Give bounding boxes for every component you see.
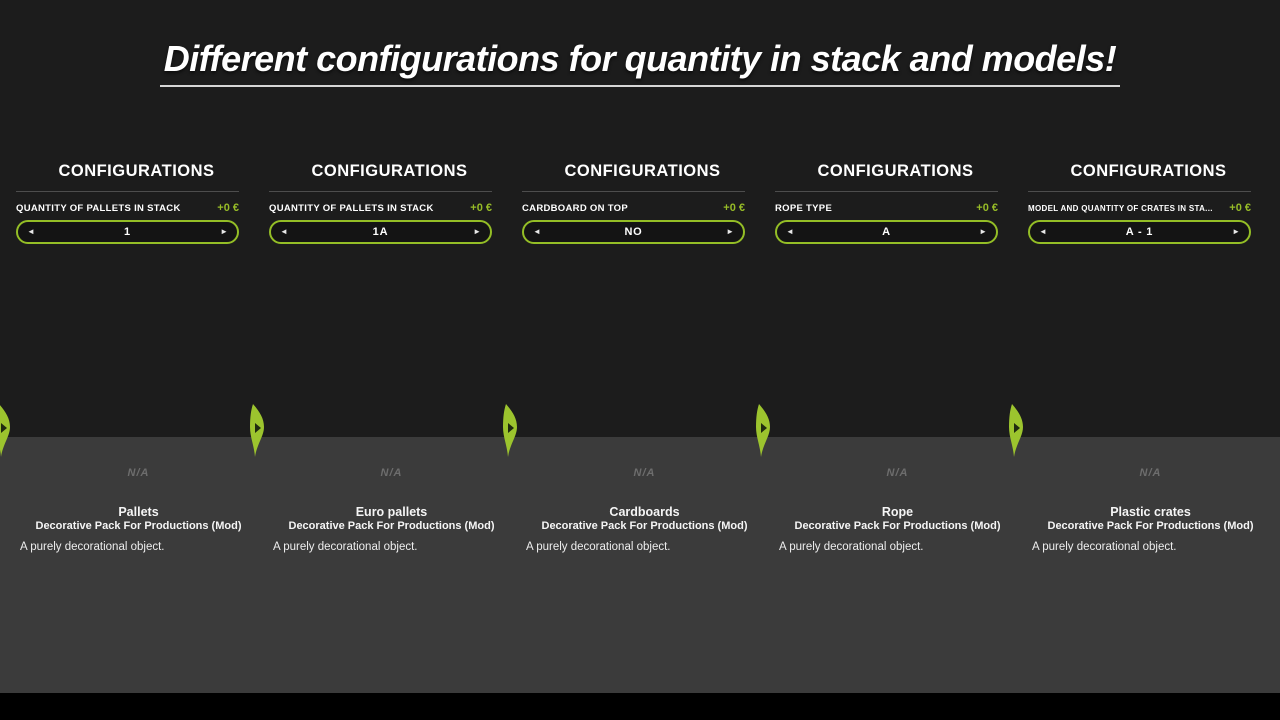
item-description: A purely decorational object.: [273, 541, 418, 553]
config-column-4: CONFIGURATIONS ROPE TYPE +0 € ◄ A ►: [759, 160, 1012, 244]
page-arrow-icon[interactable]: [755, 404, 771, 457]
item-info-panel: [0, 437, 1280, 693]
prev-arrow-icon[interactable]: ◄: [1039, 227, 1047, 236]
item-description: A purely decorational object.: [779, 541, 924, 553]
column-header: CONFIGURATIONS: [564, 162, 721, 180]
item-info-3: N/A Cardboards Decorative Pack For Produ…: [506, 437, 759, 553]
item-pack-name: Decorative Pack For Productions (Mod): [794, 520, 1001, 532]
prev-arrow-icon[interactable]: ◄: [786, 227, 794, 236]
option-price: +0 €: [1229, 202, 1251, 214]
value-selector[interactable]: ◄ 1A ►: [269, 220, 492, 244]
next-arrow-icon[interactable]: ►: [1232, 227, 1240, 236]
option-row: CARDBOARD ON TOP +0 €: [522, 202, 745, 214]
option-row: ROPE TYPE +0 €: [775, 202, 998, 214]
config-grid: CONFIGURATIONS QUANTITY OF PALLETS IN ST…: [0, 160, 1265, 244]
item-description: A purely decorational object.: [1032, 541, 1177, 553]
page-arrow-icon[interactable]: [1008, 404, 1024, 457]
item-description: A purely decorational object.: [526, 541, 671, 553]
option-price: +0 €: [976, 202, 998, 214]
option-row: QUANTITY OF PALLETS IN STACK +0 €: [269, 202, 492, 214]
value-selector[interactable]: ◄ 1 ►: [16, 220, 239, 244]
selector-value: NO: [624, 226, 643, 238]
selector-value: 1: [124, 226, 131, 238]
page-arrow-icon[interactable]: [0, 404, 11, 457]
value-selector[interactable]: ◄ A ►: [775, 220, 998, 244]
item-info-4: N/A Rope Decorative Pack For Productions…: [759, 437, 1012, 553]
item-name: Cardboards: [609, 505, 680, 519]
prev-arrow-icon[interactable]: ◄: [533, 227, 541, 236]
option-row: MODEL AND QUANTITY OF CRATES IN STA... +…: [1028, 202, 1251, 214]
item-info-1: N/A Pallets Decorative Pack For Producti…: [0, 437, 253, 553]
config-column-2: CONFIGURATIONS QUANTITY OF PALLETS IN ST…: [253, 160, 506, 244]
option-label: QUANTITY OF PALLETS IN STACK: [269, 203, 434, 214]
selector-value: A: [882, 226, 891, 238]
config-column-3: CONFIGURATIONS CARDBOARD ON TOP +0 € ◄ N…: [506, 160, 759, 244]
next-arrow-icon[interactable]: ►: [473, 227, 481, 236]
next-arrow-icon[interactable]: ►: [726, 227, 734, 236]
option-label: QUANTITY OF PALLETS IN STACK: [16, 203, 181, 214]
bottom-letterbox-bar: [0, 693, 1280, 720]
page-arrow-icon[interactable]: [502, 404, 518, 457]
item-pack-name: Decorative Pack For Productions (Mod): [288, 520, 495, 532]
config-column-5: CONFIGURATIONS MODEL AND QUANTITY OF CRA…: [1012, 160, 1265, 244]
page-arrow-icon[interactable]: [249, 404, 265, 457]
prev-arrow-icon[interactable]: ◄: [27, 227, 35, 236]
item-name: Pallets: [118, 505, 159, 519]
item-pack-name: Decorative Pack For Productions (Mod): [541, 520, 748, 532]
na-placeholder: N/A: [633, 467, 656, 479]
next-arrow-icon[interactable]: ►: [220, 227, 228, 236]
column-header: CONFIGURATIONS: [58, 162, 215, 180]
divider: [775, 191, 998, 192]
value-selector[interactable]: ◄ NO ►: [522, 220, 745, 244]
value-selector[interactable]: ◄ A - 1 ►: [1028, 220, 1251, 244]
divider: [522, 191, 745, 192]
option-price: +0 €: [470, 202, 492, 214]
selector-value: A - 1: [1125, 226, 1154, 238]
option-label: CARDBOARD ON TOP: [522, 203, 628, 214]
prev-arrow-icon[interactable]: ◄: [280, 227, 288, 236]
option-row: QUANTITY OF PALLETS IN STACK +0 €: [16, 202, 239, 214]
na-placeholder: N/A: [1139, 467, 1162, 479]
item-description: A purely decorational object.: [20, 541, 165, 553]
item-info-2: N/A Euro pallets Decorative Pack For Pro…: [253, 437, 506, 553]
na-placeholder: N/A: [886, 467, 909, 479]
item-name: Euro pallets: [355, 505, 428, 519]
page-title: Different configurations for quantity in…: [159, 38, 1121, 87]
option-price: +0 €: [217, 202, 239, 214]
divider: [269, 191, 492, 192]
title-row: Different configurations for quantity in…: [0, 38, 1280, 87]
na-placeholder: N/A: [380, 467, 403, 479]
option-label: ROPE TYPE: [775, 203, 833, 214]
selector-value: 1A: [372, 226, 389, 238]
column-header: CONFIGURATIONS: [1070, 162, 1227, 180]
option-label: MODEL AND QUANTITY OF CRATES IN STA...: [1028, 204, 1213, 213]
item-info-grid: N/A Pallets Decorative Pack For Producti…: [0, 437, 1265, 553]
next-arrow-icon[interactable]: ►: [979, 227, 987, 236]
column-header: CONFIGURATIONS: [311, 162, 468, 180]
divider: [1028, 191, 1251, 192]
item-pack-name: Decorative Pack For Productions (Mod): [1047, 520, 1254, 532]
config-column-1: CONFIGURATIONS QUANTITY OF PALLETS IN ST…: [0, 160, 253, 244]
item-pack-name: Decorative Pack For Productions (Mod): [35, 520, 242, 532]
item-name: Rope: [881, 505, 914, 519]
column-header: CONFIGURATIONS: [817, 162, 974, 180]
na-placeholder: N/A: [127, 467, 150, 479]
divider: [16, 191, 239, 192]
item-name: Plastic crates: [1110, 505, 1191, 519]
item-info-5: N/A Plastic crates Decorative Pack For P…: [1012, 437, 1265, 553]
option-price: +0 €: [723, 202, 745, 214]
